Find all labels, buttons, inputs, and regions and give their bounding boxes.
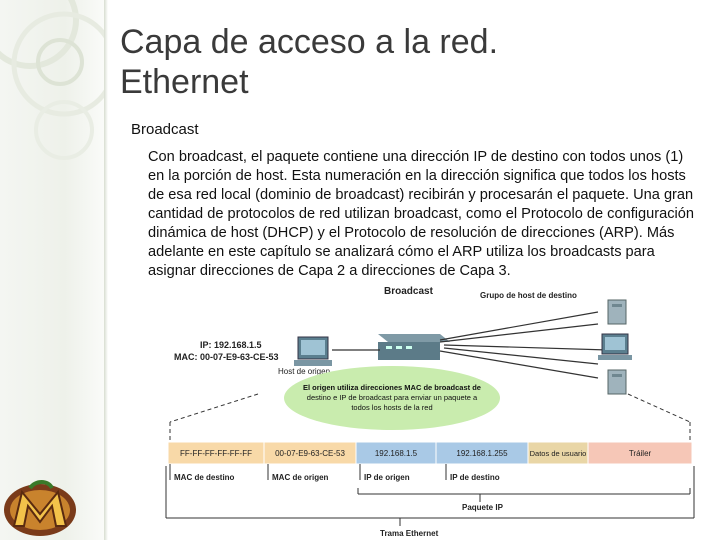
title-line-1: Capa de acceso a la red. (120, 23, 499, 61)
body-paragraph: Con broadcast, el paquete contiene una d… (148, 149, 694, 279)
decorative-circles (0, 0, 108, 160)
ethernet-frame-bracket (165, 466, 695, 526)
frame-text: Datos de usuario (530, 449, 587, 458)
frame-text: 192.168.1.255 (456, 449, 508, 458)
ethernet-frame: FF-FF-FF-FF-FF-FF 00-07-E9-63-CE-53 192.… (167, 441, 693, 465)
slide-title: Capa de acceso a la red. Ethernet (120, 22, 680, 102)
frame-field-trailer (587, 441, 693, 465)
frame-text: 00-07-E9-63-CE-53 (275, 449, 345, 458)
bubble-line-2: destino e IP de broadcast para enviar un… (307, 393, 478, 402)
title-line-2: Ethernet (120, 63, 249, 101)
label-ip-packet: Paquete IP (462, 503, 504, 512)
destination-host-icon (607, 299, 627, 325)
source-host-label: Host de origen (278, 367, 330, 376)
broadcast-arrows (439, 311, 609, 379)
broadcast-diagram-svg: Broadcast Grupo de host de destino IP: 1… (165, 286, 695, 538)
source-ip-label: IP: 192.168.1.5 (200, 340, 262, 350)
destination-host-icon (607, 369, 627, 395)
bubble-line-3: todos los hosts de la red (351, 403, 432, 412)
field-labels: MAC de destino MAC de origen IP de orige… (169, 464, 500, 482)
source-mac-label: MAC: 00-07-E9-63-CE-53 (174, 352, 279, 362)
label-ip-dest: IP de destino (450, 473, 500, 482)
band-divider (104, 0, 108, 540)
destination-host-icon (598, 333, 632, 360)
logo-emblem (4, 480, 76, 536)
destination-group-label: Grupo de host de destino (480, 291, 577, 300)
label-mac-dest: MAC de destino (174, 473, 235, 482)
frame-text: Tráiler (629, 449, 652, 458)
institution-logo (0, 470, 80, 540)
source-computer-icon (294, 336, 332, 366)
frame-text: FF-FF-FF-FF-FF-FF (180, 449, 252, 458)
label-ethernet-frame: Trama Ethernet (380, 529, 439, 538)
label-mac-src: MAC de origen (272, 473, 329, 482)
label-ip-src: IP de origen (364, 473, 410, 482)
ip-packet-bracket (357, 488, 691, 502)
bubble-line-1: El origen utiliza direcciones MAC de bro… (303, 383, 481, 392)
broadcast-label: Broadcast (384, 286, 434, 297)
explanation-bubble (284, 366, 500, 430)
switch-icon (378, 334, 450, 360)
decorative-side-band (0, 0, 108, 540)
frame-text: 192.168.1.5 (375, 449, 418, 458)
broadcast-diagram: Broadcast Grupo de host de destino IP: 1… (150, 282, 710, 540)
section-heading: Broadcast (131, 121, 199, 138)
frame-guides (169, 393, 691, 442)
